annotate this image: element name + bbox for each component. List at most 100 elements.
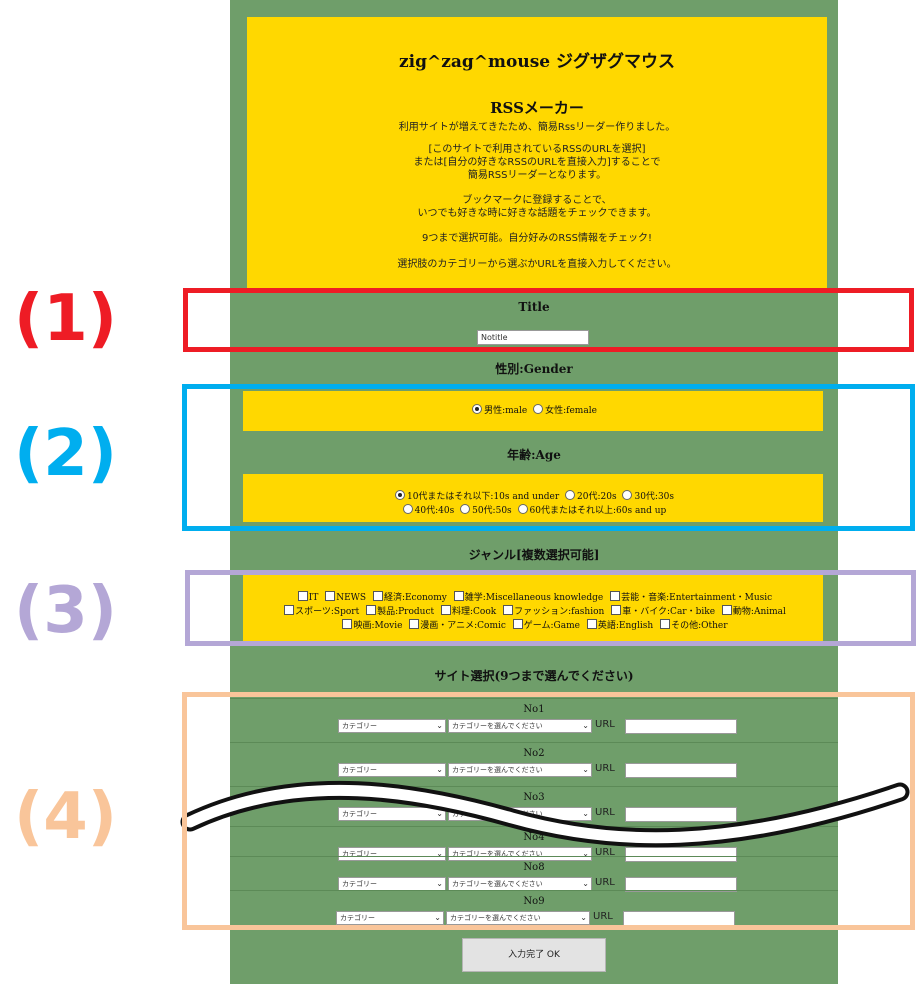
- radio-age-60s[interactable]: [517, 504, 528, 514]
- age-option: 20代:20s: [577, 492, 617, 502]
- radio-age-50s[interactable]: [460, 504, 471, 514]
- genre-option: 英語:English: [597, 621, 654, 631]
- radio-male[interactable]: [472, 404, 483, 414]
- site-title: zig^zag^mouse ジグザグマウス: [398, 52, 676, 72]
- radio-age-10s[interactable]: [394, 490, 405, 500]
- genre-checkbox[interactable]: [721, 605, 732, 615]
- radio-age-40s[interactable]: [402, 504, 413, 514]
- genre-option: IT: [308, 593, 319, 603]
- genre-option: その他:Other: [671, 621, 728, 631]
- site-row: No2 カテゴリー⌄ カテゴリーを選んでください⌄ URL: [230, 742, 838, 787]
- genre-checkbox[interactable]: [325, 591, 336, 601]
- site-select-value: カテゴリーを選んでください: [450, 914, 541, 922]
- annotation-box-2: [182, 384, 915, 531]
- age-box: 10代またはそれ以下:10s and under 20代:20s 30代:30s…: [243, 474, 823, 522]
- genre-checkbox[interactable]: [440, 605, 451, 615]
- category-select-value: カテゴリー: [342, 722, 377, 730]
- chevron-down-icon: ⌄: [436, 849, 443, 858]
- chevron-down-icon: ⌄: [582, 809, 589, 818]
- genre-box: IT NEWS 経済:Economy 雑学:Miscellaneous know…: [243, 572, 823, 644]
- genre-checkbox[interactable]: [297, 591, 308, 601]
- age-option: 10代またはそれ以下:10s and under: [406, 492, 560, 502]
- chevron-down-icon: ⌄: [436, 721, 443, 730]
- genre-option: スポーツ:Sport: [295, 607, 360, 617]
- submit-ok-button[interactable]: 入力完了 OK: [462, 938, 606, 972]
- row-label: No3: [523, 792, 545, 803]
- genre-option: 製品:Product: [377, 607, 435, 617]
- chevron-down-icon: ⌄: [436, 809, 443, 818]
- category-select[interactable]: カテゴリー ⌄: [338, 847, 446, 861]
- url-label: URL: [595, 807, 615, 818]
- age-option: 60代またはそれ以上:60s and up: [529, 506, 667, 516]
- genre-option: ゲーム:Game: [523, 621, 580, 631]
- genre-checkbox[interactable]: [660, 619, 671, 629]
- genre-checkbox[interactable]: [512, 619, 523, 629]
- radio-age-30s[interactable]: [622, 490, 633, 500]
- genre-checkbox[interactable]: [503, 605, 514, 615]
- genre-checkbox[interactable]: [409, 619, 420, 629]
- row-label: No4: [523, 832, 545, 843]
- genre-option: ファッション:fashion: [514, 607, 605, 617]
- row-label: No8: [523, 862, 545, 873]
- chevron-down-icon: ⌄: [582, 849, 589, 858]
- genre-option: 料理:Cook: [451, 607, 497, 617]
- genre-checkbox[interactable]: [610, 591, 621, 601]
- genre-checkbox[interactable]: [453, 591, 464, 601]
- url-input[interactable]: [625, 719, 737, 734]
- title-input[interactable]: Notitle: [477, 330, 589, 345]
- annotation-box-4: [182, 692, 915, 930]
- genre-option: 漫画・アニメ:Comic: [420, 621, 506, 631]
- row-label: No9: [523, 896, 545, 907]
- age-option: 50代:50s: [472, 506, 512, 516]
- gender-label: 性別:Gender: [495, 362, 573, 376]
- chevron-down-icon: ⌄: [436, 765, 443, 774]
- site-select-value: カテゴリーを選んでください: [452, 880, 543, 888]
- category-select[interactable]: カテゴリー ⌄: [338, 719, 446, 733]
- genre-checkbox[interactable]: [342, 619, 353, 629]
- genre-checkbox[interactable]: [284, 605, 295, 615]
- genre-checkbox[interactable]: [366, 605, 377, 615]
- site-select[interactable]: カテゴリーを選んでください⌄: [448, 719, 592, 733]
- url-input[interactable]: [625, 807, 737, 822]
- intro-text: 選択肢のカテゴリーから選ぶかURLを直接入力してください。: [397, 259, 677, 270]
- category-select-value: カテゴリー: [342, 850, 377, 858]
- site-row: No8 カテゴリー ⌄ カテゴリーを選んでください⌄ URL: [230, 856, 838, 901]
- category-select-value: カテゴリー: [340, 914, 375, 922]
- chevron-down-icon: ⌄: [580, 913, 587, 922]
- intro-text: いつでも好きな時に好きな話題をチェックできます。: [417, 208, 657, 219]
- radio-age-20s[interactable]: [565, 490, 576, 500]
- category-select[interactable]: カテゴリー ⌄: [338, 807, 446, 821]
- intro-text: [このサイトで利用されているRSSのURLを選択]: [428, 144, 646, 155]
- url-label: URL: [595, 877, 615, 888]
- site-row: No4 カテゴリー⌄ カテゴリーを選んでください⌄ URL: [230, 826, 838, 871]
- url-input[interactable]: [625, 763, 737, 778]
- site-row: No1 カテゴリー⌄ カテゴリーを選んでください⌄ URL: [230, 698, 838, 743]
- site-select[interactable]: カテゴリーを選んでください⌄: [448, 877, 592, 891]
- genre-checkbox[interactable]: [372, 591, 383, 601]
- intro-text: 簡易RSSリーダーとなります。: [467, 170, 607, 181]
- category-select[interactable]: カテゴリー⌄: [338, 763, 446, 777]
- title-label: Title: [518, 300, 550, 314]
- gender-box: 男性:male 女性:female: [243, 391, 823, 431]
- radio-female[interactable]: [533, 404, 544, 414]
- category-select[interactable]: カテゴリー⌄: [336, 911, 444, 925]
- annotation-number-1: (1): [14, 282, 118, 356]
- row-label: No1: [523, 704, 545, 715]
- site-select[interactable]: カテゴリーを選んでください ⌄: [446, 911, 590, 925]
- intro-text: ブックマークに登録することで、: [462, 195, 612, 206]
- genre-checkbox[interactable]: [586, 619, 597, 629]
- url-input[interactable]: [625, 877, 737, 892]
- chevron-down-icon: ⌄: [436, 879, 443, 888]
- age-option: 30代:30s: [634, 492, 675, 502]
- category-select-value: カテゴリー: [342, 880, 377, 888]
- url-input[interactable]: [625, 847, 737, 862]
- category-select-value: カテゴリー: [342, 810, 377, 818]
- site-select-value: カテゴリーを選んでください: [452, 766, 543, 774]
- site-select[interactable]: カテゴリーを選んでください⌄: [448, 763, 592, 777]
- chevron-down-icon: ⌄: [582, 721, 589, 730]
- site-select[interactable]: カテゴリーを選んでください⌄: [448, 847, 592, 861]
- genre-option: 芸能・音楽:Entertainment・Music: [621, 593, 773, 603]
- genre-checkbox[interactable]: [611, 605, 622, 615]
- age-label: 年齢:Age: [507, 448, 561, 462]
